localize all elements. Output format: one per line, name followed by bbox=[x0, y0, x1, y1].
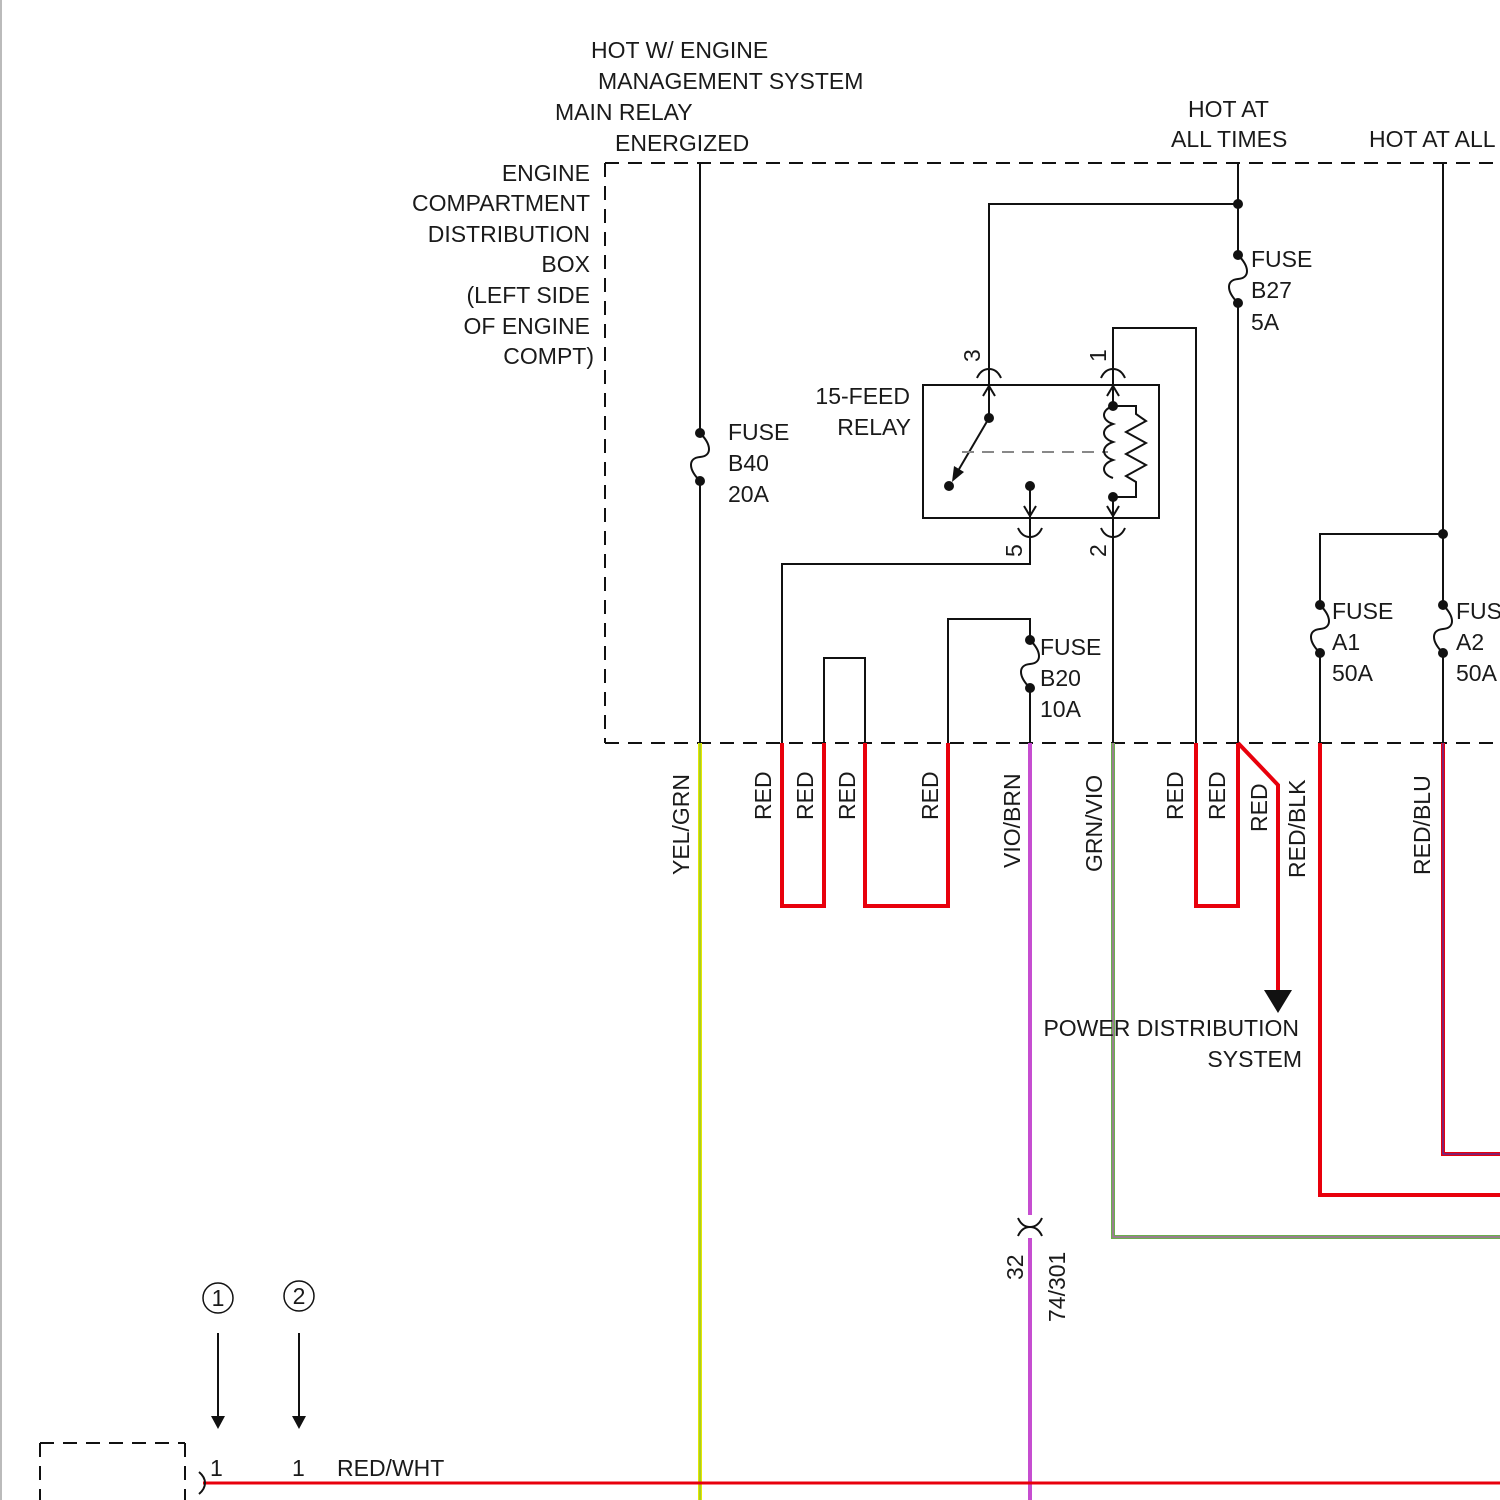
svg-text:FUSE: FUSE bbox=[1456, 598, 1500, 624]
hot-engine-mgmt-label: HOT W/ ENGINE MANAGEMENT SYSTEM MAIN REL… bbox=[555, 37, 863, 156]
svg-text:ENGINE: ENGINE bbox=[502, 160, 590, 186]
svg-text:COMPT): COMPT) bbox=[503, 343, 594, 369]
fuse-a1: FUSE A1 50A bbox=[1311, 598, 1393, 686]
svg-text:20A: 20A bbox=[728, 481, 770, 507]
svg-text:MAIN RELAY: MAIN RELAY bbox=[555, 99, 693, 125]
svg-text:OF ENGINE: OF ENGINE bbox=[463, 313, 590, 339]
svg-text:RED: RED bbox=[750, 771, 776, 820]
svg-text:B40: B40 bbox=[728, 450, 769, 476]
svg-text:1: 1 bbox=[210, 1455, 223, 1481]
svg-text:HOT AT: HOT AT bbox=[1188, 96, 1269, 122]
svg-text:RED: RED bbox=[1204, 771, 1230, 820]
svg-text:50A: 50A bbox=[1456, 660, 1498, 686]
svg-text:RED: RED bbox=[834, 771, 860, 820]
svg-text:32: 32 bbox=[1002, 1254, 1028, 1280]
svg-text:15-FEED: 15-FEED bbox=[815, 383, 910, 409]
svg-text:A1: A1 bbox=[1332, 629, 1360, 655]
svg-text:VIO/BRN: VIO/BRN bbox=[999, 773, 1025, 868]
svg-text:(LEFT SIDE: (LEFT SIDE bbox=[466, 282, 590, 308]
svg-text:GRN/VIO: GRN/VIO bbox=[1081, 775, 1107, 872]
svg-text:5A: 5A bbox=[1251, 309, 1280, 335]
svg-text:50A: 50A bbox=[1332, 660, 1374, 686]
fuse-b27: FUSE B27 5A bbox=[1229, 246, 1312, 335]
svg-text:3: 3 bbox=[959, 349, 985, 362]
svg-text:2: 2 bbox=[1085, 544, 1111, 557]
svg-text:1: 1 bbox=[292, 1455, 305, 1481]
svg-text:74/301: 74/301 bbox=[1044, 1252, 1070, 1322]
svg-text:1: 1 bbox=[212, 1285, 225, 1311]
connector-32: 32 74/301 bbox=[1002, 1218, 1070, 1322]
hot-at-all-times-label: HOT AT ALL TIMES bbox=[1171, 96, 1287, 152]
relay-pin-numbers: 3 1 5 2 bbox=[959, 349, 1111, 557]
svg-text:A2: A2 bbox=[1456, 629, 1484, 655]
svg-text:RED: RED bbox=[917, 771, 943, 820]
svg-text:FUSE: FUSE bbox=[1332, 598, 1393, 624]
svg-text:5: 5 bbox=[1001, 544, 1027, 557]
svg-text:ALL TIMES: ALL TIMES bbox=[1171, 126, 1287, 152]
svg-text:SYSTEM: SYSTEM bbox=[1207, 1046, 1302, 1072]
svg-text:RED/WHT: RED/WHT bbox=[337, 1455, 444, 1481]
svg-text:FUSE: FUSE bbox=[728, 419, 789, 445]
svg-text:POWER DISTRIBUTION: POWER DISTRIBUTION bbox=[1043, 1015, 1299, 1041]
svg-text:RED/BLU: RED/BLU bbox=[1409, 775, 1435, 875]
svg-text:RED: RED bbox=[792, 771, 818, 820]
svg-text:MANAGEMENT SYSTEM: MANAGEMENT SYSTEM bbox=[598, 68, 863, 94]
svg-text:HOT W/ ENGINE: HOT W/ ENGINE bbox=[591, 37, 768, 63]
svg-text:FUSE: FUSE bbox=[1040, 634, 1101, 660]
power-distribution-arrow bbox=[1264, 990, 1292, 1013]
svg-text:YEL/GRN: YEL/GRN bbox=[668, 774, 694, 875]
svg-text:B27: B27 bbox=[1251, 277, 1292, 303]
svg-text:2: 2 bbox=[293, 1283, 306, 1309]
svg-text:RELAY: RELAY bbox=[837, 414, 911, 440]
bottom-component-box bbox=[40, 1443, 205, 1500]
callout-2: 2 bbox=[284, 1281, 314, 1429]
fuse-b40: FUSE B40 20A bbox=[691, 419, 789, 507]
svg-text:DISTRIBUTION: DISTRIBUTION bbox=[428, 221, 590, 247]
svg-text:BOX: BOX bbox=[541, 251, 590, 277]
svg-text:RED: RED bbox=[1246, 783, 1272, 832]
distribution-box-label: ENGINE COMPARTMENT DISTRIBUTION BOX (LEF… bbox=[412, 160, 594, 369]
svg-text:B20: B20 bbox=[1040, 665, 1081, 691]
callout-1: 1 bbox=[203, 1283, 233, 1429]
bottom-wire-labels: 1 1 RED/WHT bbox=[210, 1455, 444, 1481]
svg-text:RED: RED bbox=[1162, 771, 1188, 820]
power-distribution-label: POWER DISTRIBUTION SYSTEM bbox=[1043, 1015, 1302, 1072]
svg-text:FUSE: FUSE bbox=[1251, 246, 1312, 272]
relay-label: 15-FEED RELAY bbox=[815, 383, 911, 440]
svg-text:1: 1 bbox=[1085, 349, 1111, 362]
svg-text:10A: 10A bbox=[1040, 696, 1082, 722]
relay-15-feed bbox=[923, 369, 1159, 537]
hot-at-all-right-label: HOT AT ALL bbox=[1369, 126, 1496, 152]
svg-text:COMPARTMENT: COMPARTMENT bbox=[412, 190, 590, 216]
fuse-b20: FUSE B20 10A bbox=[1021, 634, 1101, 722]
svg-text:RED/BLK: RED/BLK bbox=[1284, 779, 1310, 878]
svg-text:ENERGIZED: ENERGIZED bbox=[615, 130, 749, 156]
